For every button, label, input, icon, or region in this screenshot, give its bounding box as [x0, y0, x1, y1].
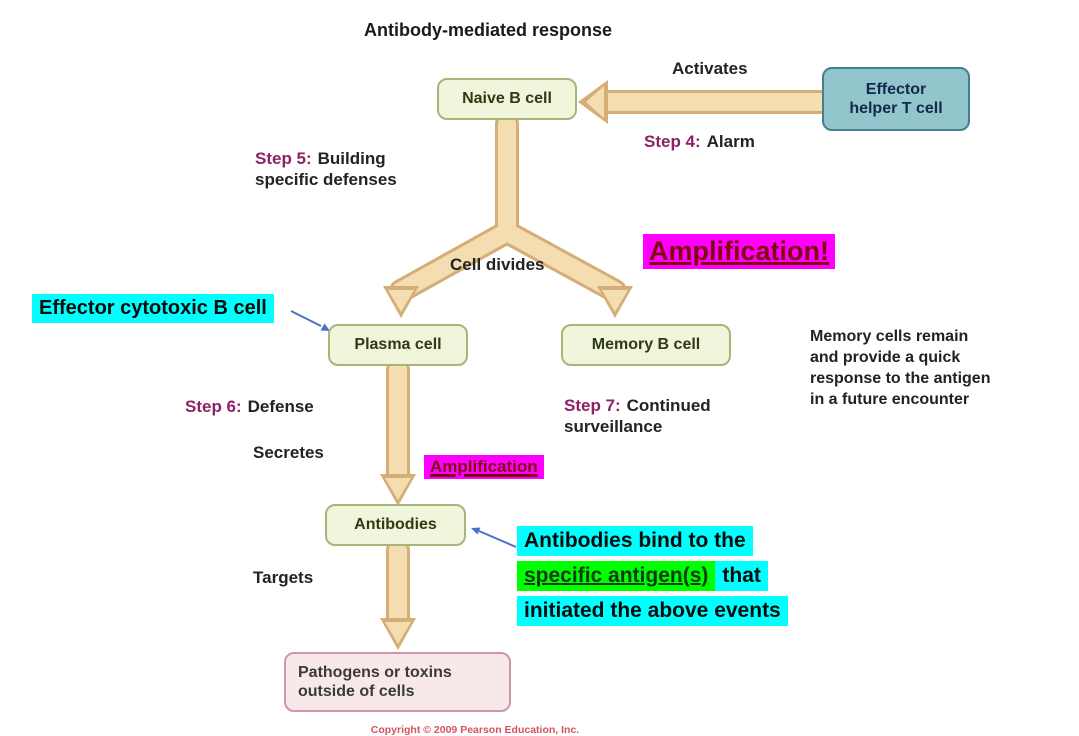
- cell-divides-label: Cell divides: [450, 255, 545, 274]
- pathogens-label: Pathogens or toxins outside of cells: [298, 663, 452, 700]
- effector-cytotoxic-b-cell-highlight: Effector cytotoxic B cell: [32, 294, 274, 323]
- step4-label: Step 4: Alarm: [644, 131, 755, 152]
- step6-prefix: Step 6:: [185, 397, 242, 416]
- antibodies-note-line2-wrap: specific antigen(s)that: [517, 561, 788, 591]
- step5-text1: Building: [317, 149, 386, 168]
- antibodies-note-line3: initiated the above events: [517, 596, 788, 626]
- effector-helper-t-cell-label-line1: Effector: [865, 80, 927, 98]
- step7-line1: Step 7: Continued: [564, 395, 711, 416]
- amplification-small-highlight: Amplification: [424, 455, 544, 479]
- pathogens-box: Pathogens or toxins outside of cells: [284, 652, 511, 712]
- antibodies-note-line3-wrap: initiated the above events: [517, 596, 788, 626]
- pointer-effector-cytotoxic-line: [290, 310, 322, 327]
- targets-label: Targets: [253, 568, 314, 587]
- pointer-effector-cytotoxic-head: [320, 323, 330, 331]
- amplification-big-highlight: Amplification!: [643, 234, 835, 269]
- naive-b-cell-box: Naive B cell: [437, 78, 577, 120]
- arrowhead-activates-inner: [586, 86, 604, 118]
- effector-helper-t-cell-label-line2: helper T cell: [849, 100, 943, 117]
- copyright-text: Copyright © 2009 Pearson Education, Inc.: [370, 724, 580, 736]
- antibodies-note-line1-wrap: Antibodies bind to the: [517, 526, 788, 556]
- antibodies-note-line2-rest: that: [715, 561, 768, 591]
- step5-label: Step 5: Building specific defenses: [255, 148, 397, 191]
- step7-label: Step 7: Continued surveillance: [564, 395, 711, 438]
- pointer-antibodies-note-line: [478, 530, 517, 548]
- antibodies-note: Antibodies bind to the specific antigen(…: [517, 526, 788, 631]
- arrow-fills: [389, 93, 831, 631]
- arrowhead-memory-inner: [602, 290, 628, 312]
- annotation-pointers: [290, 310, 517, 548]
- step4-prefix: Step 4:: [644, 132, 701, 151]
- memory-b-cell-box: Memory B cell: [561, 324, 731, 366]
- arrowheads: [380, 80, 633, 650]
- plasma-cell-box: Plasma cell: [328, 324, 468, 366]
- effector-helper-t-cell-box: Effector helper T cell: [822, 67, 970, 131]
- memory-b-cell-label: Memory B cell: [591, 336, 701, 354]
- arrowhead-plasma-inner: [388, 290, 414, 312]
- arrowhead-antibodies-inner: [385, 478, 411, 500]
- antibodies-label: Antibodies: [354, 516, 437, 534]
- antibodies-note-green: specific antigen(s): [517, 561, 716, 591]
- step5-prefix: Step 5:: [255, 149, 312, 168]
- pointer-antibodies-note-head: [471, 527, 481, 535]
- step7-text1: Continued: [626, 396, 711, 415]
- diagram-title: Antibody-mediated response: [364, 20, 613, 40]
- step7-prefix: Step 7:: [564, 396, 621, 415]
- memory-cells-note: Memory cells remain and provide a quick …: [810, 328, 991, 408]
- arrow-divide-split-fill: [392, 115, 624, 300]
- step6-text: Defense: [247, 397, 314, 416]
- step5-line2: specific defenses: [255, 170, 397, 190]
- naive-b-cell-label: Naive B cell: [462, 90, 552, 108]
- step6-label: Step 6: Defense: [185, 396, 314, 417]
- secretes-label: Secretes: [253, 443, 324, 462]
- step4-text: Alarm: [706, 132, 755, 151]
- activates-label: Activates: [672, 59, 748, 78]
- antibodies-note-line1: Antibodies bind to the: [517, 526, 753, 556]
- step5-line1: Step 5: Building: [255, 148, 397, 169]
- arrowhead-pathogens-inner: [385, 622, 411, 644]
- step7-line2: surveillance: [564, 417, 663, 437]
- antibodies-box: Antibodies: [325, 504, 466, 546]
- plasma-cell-label: Plasma cell: [354, 336, 442, 354]
